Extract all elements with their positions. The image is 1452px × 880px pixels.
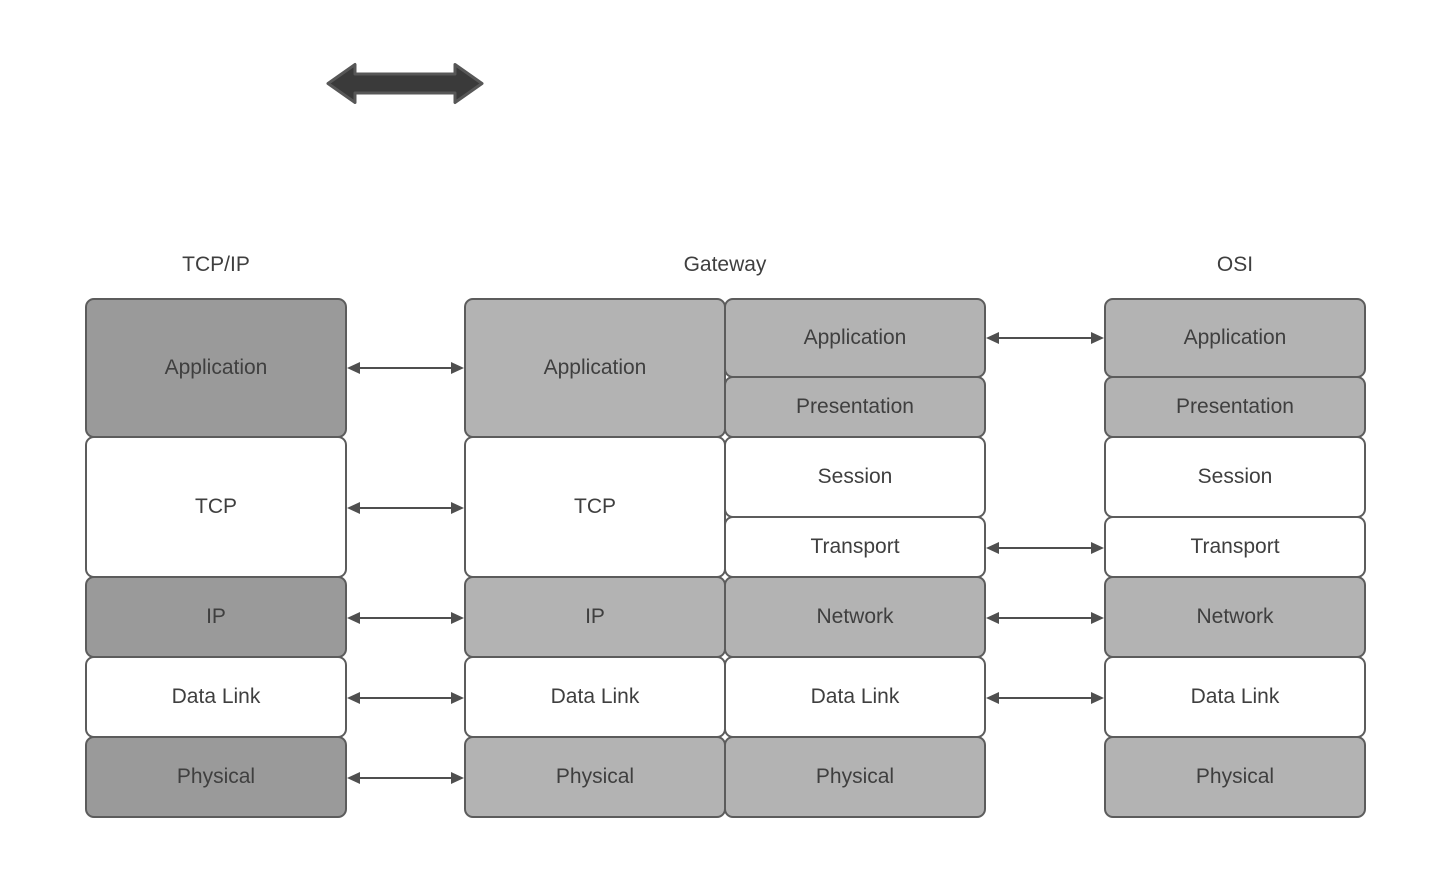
thick-double-arrow-icon	[326, 63, 484, 104]
gateway-left-layer-physical: Physical	[464, 736, 726, 818]
osi-stack: Application Presentation Session Transpo…	[1104, 298, 1366, 820]
osi-layer-presentation: Presentation	[1104, 376, 1366, 438]
tcpip-gateway-arrow-tcp	[347, 502, 464, 514]
tcpip-gateway-arrow-application	[347, 362, 464, 374]
gateway-osi-arrow-network	[986, 612, 1104, 624]
gateway-right-stack: Application Presentation Session Transpo…	[724, 298, 986, 820]
tcpip-layer-data-link: Data Link	[85, 656, 347, 738]
column-title-gateway: Gateway	[683, 253, 767, 276]
tcpip-gateway-arrow-ip	[347, 612, 464, 624]
gateway-osi-arrow-application	[986, 332, 1104, 344]
osi-layer-data-link: Data Link	[1104, 656, 1366, 738]
tcpip-stack: Application TCP IP Data Link Physical	[85, 298, 347, 820]
tcpip-layer-ip: IP	[85, 576, 347, 658]
gateway-left-layer-ip: IP	[464, 576, 726, 658]
tcpip-gateway-arrow-data-link	[347, 692, 464, 704]
tcpip-layer-physical: Physical	[85, 736, 347, 818]
osi-layer-session: Session	[1104, 436, 1366, 518]
gateway-right-layer-physical: Physical	[724, 736, 986, 818]
gateway-right-layer-application: Application	[724, 298, 986, 378]
gateway-left-stack: Application TCP IP Data Link Physical	[464, 298, 726, 820]
gateway-left-layer-data-link: Data Link	[464, 656, 726, 738]
gateway-left-layer-tcp: TCP	[464, 436, 726, 578]
osi-layer-physical: Physical	[1104, 736, 1366, 818]
osi-layer-transport: Transport	[1104, 516, 1366, 578]
column-title-tcpip: TCP/IP	[182, 253, 250, 276]
osi-layer-network: Network	[1104, 576, 1366, 658]
gateway-right-layer-session: Session	[724, 436, 986, 518]
tcpip-layer-tcp: TCP	[85, 436, 347, 578]
gateway-right-layer-data-link: Data Link	[724, 656, 986, 738]
column-title-osi: OSI	[1216, 253, 1254, 276]
gateway-right-layer-network: Network	[724, 576, 986, 658]
osi-layer-application: Application	[1104, 298, 1366, 378]
gateway-right-layer-presentation: Presentation	[724, 376, 986, 438]
tcpip-gateway-arrow-physical	[347, 772, 464, 784]
gateway-right-layer-transport: Transport	[724, 516, 986, 578]
gateway-osi-arrow-data-link	[986, 692, 1104, 704]
tcpip-layer-application: Application	[85, 298, 347, 438]
gateway-osi-arrow-transport	[986, 542, 1104, 554]
gateway-left-layer-application: Application	[464, 298, 726, 438]
